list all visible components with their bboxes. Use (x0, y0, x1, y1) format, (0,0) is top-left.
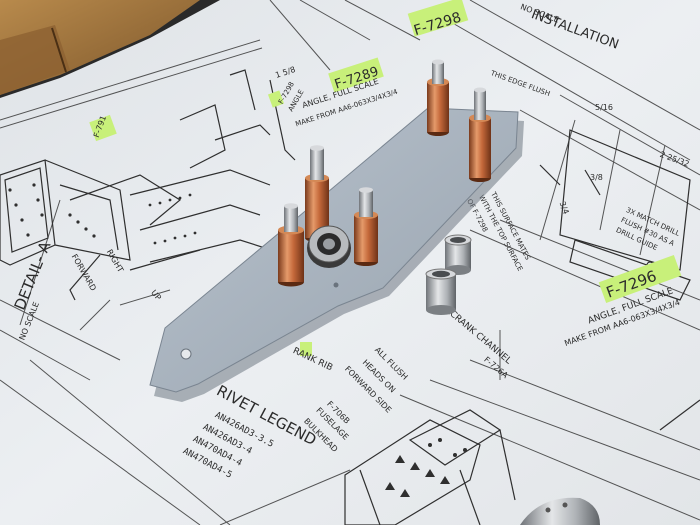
label-dim-3: 5/16 (595, 103, 613, 112)
label-dim-2: 3/8 (590, 173, 603, 182)
channel-rivets (385, 438, 467, 497)
label-dim-1: 3/4 (558, 200, 571, 215)
mounting-hole-icon (180, 348, 192, 360)
wood-bench (0, 0, 200, 95)
bushing-bolt-2 (469, 87, 491, 182)
steel-spacer-1 (444, 234, 472, 275)
bushing-bolt-4 (354, 187, 378, 266)
rod-end-bearing (307, 225, 351, 268)
fuselage-sketch (0, 69, 296, 301)
bushing-bolt-1 (427, 59, 449, 136)
bushing-bolt-5 (278, 203, 304, 287)
rivet-dots (8, 183, 197, 245)
highlight-marks (89, 0, 682, 356)
bellcrank-channel-sketch (344, 399, 700, 525)
steel-spacer-2 (425, 268, 457, 315)
rivet-hole-icon (333, 282, 339, 288)
metal-object-corner (520, 497, 600, 525)
